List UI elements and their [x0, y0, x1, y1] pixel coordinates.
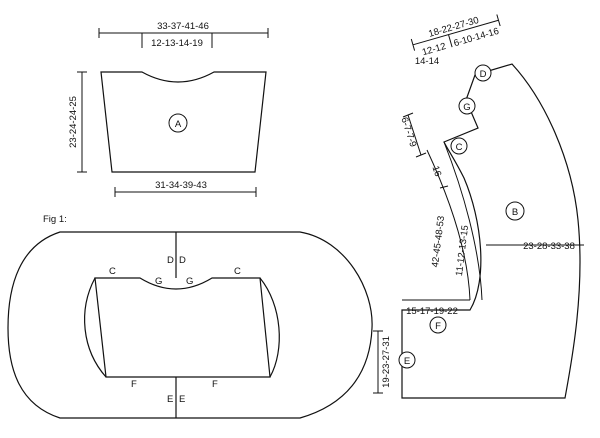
- piece-b-step-tick-bottom: [415, 152, 427, 158]
- piece-b-outline: [401, 63, 581, 399]
- piece-b: 18-22-27-30 12-12 6-10-14-16 14-14 6-7-7…: [373, 14, 584, 399]
- piece-b-marker-e-label: E: [404, 356, 410, 367]
- fig1-title: Fig 1:: [43, 214, 67, 225]
- fig1-right-armhole-curve: [259, 277, 280, 378]
- piece-b-marker-c: [450, 137, 468, 155]
- piece-b-collar-seam-inner: [443, 141, 483, 301]
- piece-b-marker-b: [505, 201, 525, 221]
- fig1: Fig 1: D D C C G G F F E E: [7, 214, 373, 419]
- piece-b-outer-edge: 42-45-48-53: [430, 215, 447, 268]
- piece-b-marker-c-label: C: [456, 142, 463, 153]
- piece-a-label: A: [175, 119, 182, 130]
- fig1-label-f-left: F: [131, 379, 137, 390]
- piece-b-collar-seg: 16: [430, 164, 444, 177]
- piece-b-label: B: [512, 207, 518, 218]
- piece-b-top-dim-line: [412, 19, 499, 46]
- piece-a: 33-37-41-46 12-13-14-19 23-24-24-25 A 31…: [68, 21, 269, 197]
- fig1-inner-opening: [94, 277, 271, 378]
- piece-a-marker: [168, 113, 188, 133]
- piece-b-marker-f-label: F: [435, 321, 441, 332]
- fig1-label-f-right: F: [212, 379, 218, 390]
- fig1-label-c-left: C: [109, 266, 116, 277]
- fig1-label-d-right: D: [179, 255, 186, 266]
- piece-b-collar-seam-outer: [426, 149, 471, 301]
- piece-a-outline: [100, 71, 267, 173]
- piece-b-marker-e: [398, 351, 416, 369]
- piece-a-neck-width: 12-13-14-19: [151, 38, 203, 49]
- fig1-label-c-right: C: [234, 266, 241, 277]
- piece-b-marker-f: [429, 316, 447, 334]
- fig1-label-e-right: E: [179, 394, 185, 405]
- fig1-label-d-left: D: [167, 255, 174, 266]
- piece-a-bottom-width: 31-34-39-43: [155, 180, 207, 191]
- piece-b-collar-tick: [439, 185, 449, 189]
- fig1-left-armhole-curve: [84, 277, 107, 378]
- piece-b-shoulder-step: 6-7-7-9: [398, 116, 418, 149]
- piece-a-height: 23-24-24-25: [68, 96, 79, 148]
- piece-b-top-left-b: 14-14: [415, 56, 439, 67]
- piece-b-top-tick-left: [410, 38, 416, 51]
- piece-b-top-tick-mid: [448, 34, 453, 48]
- piece-b-top-tick-right: [496, 14, 501, 27]
- piece-b-inner-edge: 11-12-13-15: [454, 225, 471, 277]
- piece-b-bottom-edge: 15-17-19-22: [406, 306, 458, 317]
- piece-b-bottom-height: 19-23-27-31: [381, 336, 392, 388]
- fig1-label-g-right: G: [186, 276, 193, 287]
- piece-b-step-dim-line: [407, 114, 422, 156]
- piece-b-marker-d-label: D: [480, 69, 487, 80]
- piece-b-marker-d: [474, 64, 492, 82]
- piece-b-marker-g: [458, 97, 476, 115]
- fig1-label-g-left: G: [155, 276, 162, 287]
- fig1-outer-outline: [7, 231, 373, 419]
- fig1-label-e-left: E: [167, 394, 173, 405]
- piece-b-width: 23-28-33-38: [523, 241, 575, 252]
- piece-b-step-tick-top: [402, 112, 414, 118]
- piece-a-top-width: 33-37-41-46: [157, 21, 209, 32]
- piece-b-marker-g-label: G: [463, 102, 470, 113]
